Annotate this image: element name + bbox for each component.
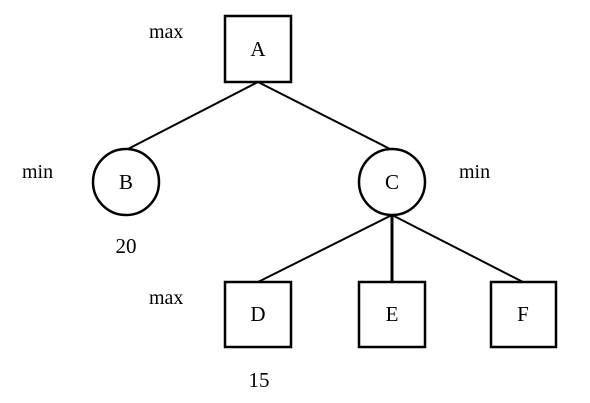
node-d-value: 15 [249, 368, 270, 392]
level-label-root-max: max [149, 21, 183, 43]
node-f-square [489, 280, 558, 349]
node-d-square [223, 280, 293, 349]
node-c-label: C [385, 170, 399, 194]
level-label-left-min: min [22, 161, 53, 183]
node-b-circle [91, 147, 161, 217]
node-d-label: D [250, 302, 265, 326]
node-c-circle [357, 147, 427, 217]
level-label-right-min: min [459, 161, 490, 183]
edge-c-d [257, 214, 393, 283]
node-b-value: 20 [116, 234, 137, 258]
node-a-label: A [250, 37, 266, 61]
edge-c-f [391, 214, 524, 283]
level-label-bottom-max: max [149, 287, 183, 309]
node-e-label: E [386, 302, 399, 326]
node-f-label: F [517, 302, 529, 326]
edge-a-c [257, 81, 393, 151]
node-e-square [357, 280, 427, 349]
node-b-label: B [119, 170, 133, 194]
edge-a-b [125, 81, 259, 151]
node-a-square [223, 14, 293, 84]
